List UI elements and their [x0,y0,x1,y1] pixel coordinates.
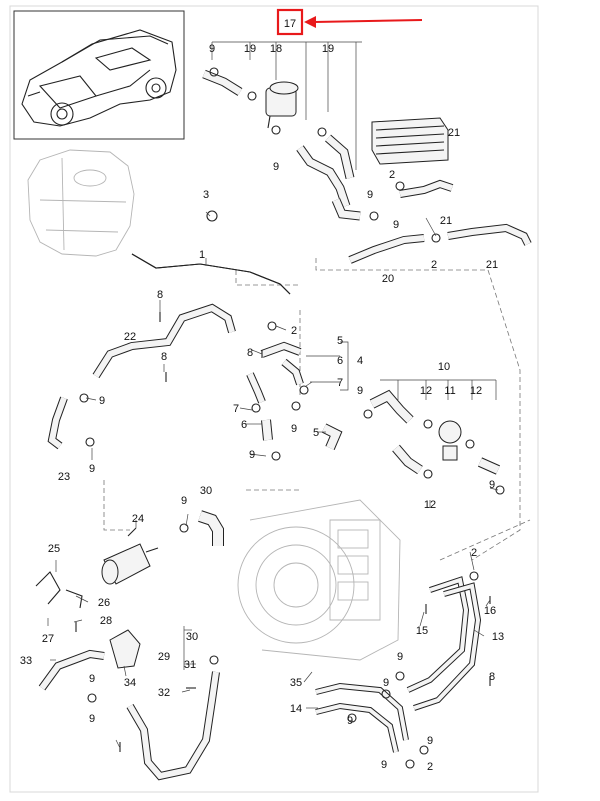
flange-part-34 [109,629,141,669]
callout-7: 7 [233,403,239,415]
callout-leaders [47,211,499,749]
callout-30: 30 [186,631,198,643]
callout-28: 28 [100,615,112,627]
callout-22: 22 [124,331,136,343]
callout-4: 4 [357,355,363,367]
hose-clamp-icons [75,67,505,769]
callout-2: 2 [431,259,437,271]
callout-9: 9 [273,161,279,173]
callout-9: 9 [381,759,387,771]
callout-8: 8 [157,289,163,301]
expansion-tank-outline [27,149,135,257]
heat-exchanger-part-21 [371,117,449,165]
callout-26: 26 [98,597,110,609]
routing-guide-lines [103,258,531,561]
vehicle-thumbnail [13,10,185,140]
callout-21: 21 [440,215,452,227]
part-17-highlight [276,8,423,36]
callout-31: 31 [184,659,196,671]
hose-part-1 [131,253,291,295]
callout-25: 25 [48,543,60,555]
coolant-pipe-part-13 [406,576,482,711]
transmission-housing-outline [237,499,401,661]
callout-9: 9 [89,463,95,475]
callout-17: 17 [284,18,296,30]
callout-9: 9 [489,479,495,491]
callout-5: 5 [337,335,343,347]
callout-33: 33 [20,655,32,667]
callout-2: 2 [291,325,297,337]
callout-2: 2 [427,761,433,773]
valve-part-11 [438,420,462,461]
callout-15: 15 [416,625,428,637]
electric-water-pump-part-24 [101,527,159,585]
coolant-pump-part-18 [265,81,299,129]
callout-7: 7 [337,377,343,389]
callout-27: 27 [42,633,54,645]
callout-9: 9 [89,673,95,685]
callout-11: 11 [444,385,455,397]
vehicle-outline-icon [21,29,177,127]
callout-12: 12 [470,385,482,397]
callout-34: 34 [124,677,136,689]
callout-20: 20 [382,273,394,285]
callout-2: 2 [471,547,477,559]
callout-6: 6 [337,355,343,367]
callout-9: 9 [347,715,353,727]
callout-9: 9 [397,651,403,663]
callout-9: 9 [291,423,297,435]
callout-14: 14 [290,703,302,715]
callout-24: 24 [132,513,144,525]
callout-21: 21 [448,127,460,139]
callout-9: 9 [357,385,363,397]
callout-9: 9 [393,219,399,231]
callout-13: 13 [492,631,504,643]
callout-9: 9 [181,495,187,507]
callout-19: 19 [244,43,256,55]
callout-8: 8 [489,671,495,683]
callout-8: 8 [247,347,253,359]
callout-9: 9 [367,189,373,201]
callout-30: 30 [200,485,212,497]
callout-32: 32 [158,687,170,699]
callout-29: 29 [158,651,170,663]
diagram-frame [9,5,539,793]
callout-9: 9 [99,395,105,407]
callout-12: 12 [424,499,436,511]
callout-9: 9 [89,713,95,725]
callout-19: 19 [322,43,334,55]
callout-3: 3 [203,189,209,201]
group-brackets [183,41,497,670]
callout-21: 21 [486,259,498,271]
callout-16: 16 [484,605,496,617]
callout-9: 9 [249,449,255,461]
callout-8: 8 [161,351,167,363]
callout-23: 23 [58,471,70,483]
callout-5: 5 [313,427,319,439]
callout-12: 12 [420,385,432,397]
callout-labels: 17 18 9 19 19 21 9 2 9 9 21 3 1 2 21 20 … [20,18,504,773]
callout-2: 2 [389,169,395,181]
callout-35: 35 [290,677,302,689]
bracket-part-26 [35,571,83,609]
callout-1: 1 [199,249,205,261]
coolant-pipe-part-14 [315,682,409,753]
callout-6: 6 [241,419,247,431]
callout-9: 9 [209,43,215,55]
callout-9: 9 [427,735,433,747]
callout-9: 9 [383,677,389,689]
callout-18: 18 [270,43,282,55]
callout-10: 10 [438,361,450,373]
